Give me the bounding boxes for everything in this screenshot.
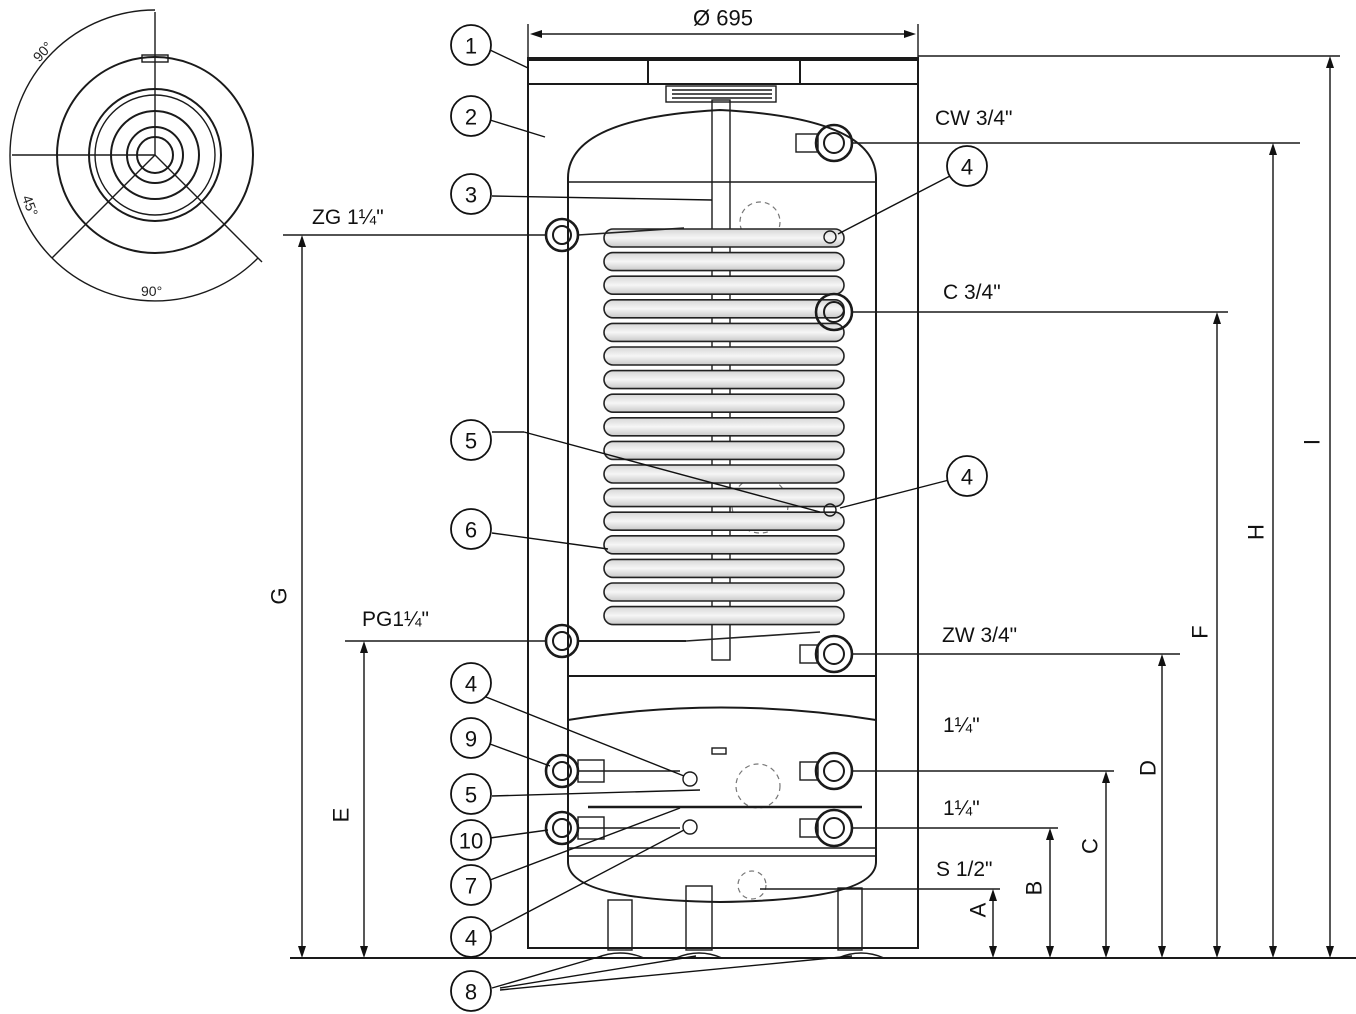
callout-7: 7 — [450, 807, 681, 906]
height-dimensions: A B C D F H I E G — [267, 56, 1334, 958]
callout-number: 7 — [465, 874, 477, 899]
callout-number: 4 — [465, 672, 477, 697]
callout-number: 9 — [465, 727, 477, 752]
top-view: 90° 45° 90° — [9, 9, 263, 302]
coil-turn — [603, 558, 845, 579]
callout-5: 5 — [450, 773, 701, 815]
angle-left-label: 45° — [19, 193, 41, 218]
coil-turn — [603, 369, 845, 390]
callout-number: 4 — [961, 155, 973, 180]
s-label: S 1/2" — [936, 858, 993, 881]
callout-3: 3 — [450, 173, 713, 215]
dim-arrow — [298, 235, 306, 247]
callout-1: 1 — [450, 24, 529, 69]
coil-turn — [603, 487, 845, 508]
pg-label: PG1¼" — [362, 608, 429, 631]
c-label: C 3/4" — [943, 281, 1001, 304]
dim-label-f: F — [1188, 625, 1213, 638]
inner-vessel — [567, 108, 877, 904]
dim-label-b: B — [1022, 881, 1047, 896]
part-callouts: 1 2 3 4 4 5 6 4 9 5 10 7 4 8 — [450, 24, 988, 1012]
dim-arrow — [360, 946, 368, 958]
dim-arrow — [1213, 312, 1221, 324]
dim-arrow — [1269, 143, 1277, 155]
diameter-label: Ø 695 — [693, 6, 753, 31]
callout-number: 3 — [465, 183, 477, 208]
callout-5: 5 — [450, 419, 821, 513]
dim-label-h: H — [1244, 524, 1269, 540]
diameter-dimension: Ø 695 — [527, 6, 919, 58]
dim-arrow — [989, 946, 997, 958]
dim-label-d: D — [1136, 760, 1161, 776]
callout-number: 1 — [465, 34, 477, 59]
coil-turn — [603, 346, 845, 366]
dim-arrow — [1102, 946, 1110, 958]
dim-arrow — [989, 889, 997, 901]
dim-arrow — [1046, 828, 1054, 840]
dim-label-e: E — [329, 808, 354, 823]
dim-arrow — [360, 641, 368, 653]
callout-number: 5 — [465, 783, 477, 808]
dim-arrow — [1326, 946, 1334, 958]
angle-top-label: 90° — [30, 38, 56, 64]
dim-arrow — [1158, 654, 1166, 666]
dim-label-i: I — [1300, 439, 1325, 445]
callout-number: 5 — [465, 429, 477, 454]
callout-8: 8 — [450, 955, 853, 1012]
coil-turn — [603, 534, 845, 555]
zw-label: ZW 3/4" — [942, 624, 1017, 647]
callout-4: 4 — [839, 455, 988, 509]
coil-turn — [603, 605, 845, 626]
callout-4: 4 — [450, 829, 685, 958]
tank — [527, 57, 919, 959]
cw-label: CW 3/4" — [935, 107, 1012, 130]
dim-label-a: A — [966, 902, 991, 917]
upper-aux-label: 1¼" — [943, 714, 980, 737]
dim-label-g: G — [267, 587, 292, 604]
callout-2: 2 — [450, 95, 546, 138]
callout-number: 6 — [465, 518, 477, 543]
coil-turn — [603, 251, 845, 272]
angle-bottom-label: 90° — [141, 283, 162, 299]
coil-turn — [603, 275, 845, 296]
anode-flange — [665, 85, 777, 103]
coil-turn — [603, 322, 845, 343]
callout-4: 4 — [837, 145, 988, 235]
coil-turn — [603, 582, 845, 602]
coil-turn — [603, 416, 845, 437]
callout-4: 4 — [450, 662, 685, 777]
heat-exchanger-coil — [577, 227, 845, 642]
coil-turn — [603, 298, 845, 319]
callout-number: 10 — [459, 829, 483, 854]
dim-label-c: C — [1078, 838, 1103, 854]
dim-arrow — [1046, 946, 1054, 958]
callout-number: 4 — [961, 465, 973, 490]
callout-number: 4 — [465, 926, 477, 951]
coil-turn — [603, 464, 845, 484]
callout-number: 8 — [465, 980, 477, 1005]
coil-turn — [603, 440, 845, 461]
dim-arrow — [1269, 946, 1277, 958]
dim-arrow — [1158, 946, 1166, 958]
coil-turn — [603, 511, 845, 532]
dim-arrow — [298, 946, 306, 958]
callout-6: 6 — [450, 508, 609, 550]
callout-number: 2 — [465, 105, 477, 130]
dim-arrow — [1102, 771, 1110, 783]
dim-arrow — [1326, 56, 1334, 68]
lower-aux-label: 1¼" — [943, 797, 980, 820]
callout-10: 10 — [450, 819, 549, 861]
coil-turn — [603, 393, 845, 414]
dim-arrow — [1213, 946, 1221, 958]
lid — [527, 57, 919, 85]
coil-turn — [603, 228, 845, 248]
callout-9: 9 — [450, 717, 551, 767]
zg-label: ZG 1¼" — [312, 206, 384, 229]
